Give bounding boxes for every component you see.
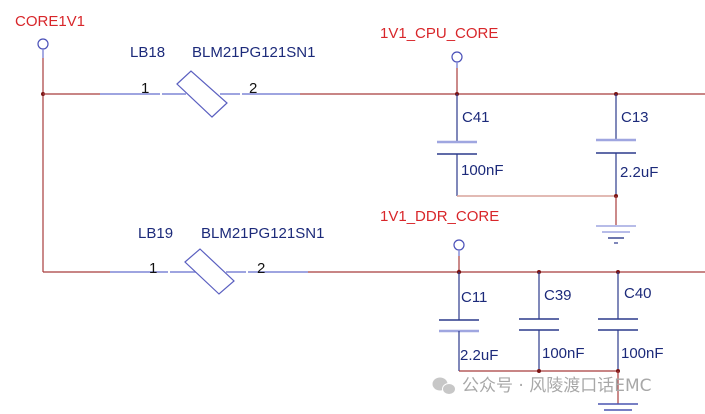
part-lb18: BLM21PG121SN1 <box>192 44 315 61</box>
lb18-pin2-label: 2 <box>249 80 257 97</box>
capacitor-c40-icon <box>598 272 638 371</box>
value-c39: 100nF <box>542 345 585 362</box>
ref-lb18: LB18 <box>130 44 165 61</box>
net-label-core1v1: CORE1V1 <box>15 13 85 30</box>
ground-1-icon <box>596 225 636 244</box>
ref-c39: C39 <box>544 287 572 304</box>
power-port-ddr-core-icon <box>453 239 465 251</box>
part-lb19: BLM21PG121SN1 <box>201 225 324 242</box>
junction-dot <box>537 369 541 373</box>
value-c13: 2.2uF <box>620 164 658 181</box>
power-port-cpu-core-icon <box>451 51 463 63</box>
ref-c41: C41 <box>462 109 490 126</box>
value-c40: 100nF <box>621 345 664 362</box>
ref-c13: C13 <box>621 109 649 126</box>
ferrite-bead-lb18-icon <box>176 70 228 118</box>
net-label-1v1-ddr-core: 1V1_DDR_CORE <box>380 208 499 225</box>
lb19-pin1-label: 1 <box>149 260 157 277</box>
lb18-pin1-label: 1 <box>141 80 149 97</box>
ferrite-bead-lb19-icon <box>184 248 235 295</box>
value-c11: 2.2uF <box>460 347 498 364</box>
value-c41: 100nF <box>461 162 504 179</box>
power-port-core1v1-icon <box>37 38 49 50</box>
ref-c11: C11 <box>461 289 487 306</box>
wechat-icon <box>432 377 456 395</box>
capacitor-c41-icon <box>437 94 477 196</box>
lb19-pin2-label: 2 <box>257 260 265 277</box>
ground-2-icon <box>598 403 638 411</box>
ref-lb19: LB19 <box>138 225 173 242</box>
watermark-text: 公众号 · 风陵渡口话EMC <box>462 376 652 396</box>
capacitor-c13-icon <box>596 94 636 196</box>
capacitor-c11-icon <box>439 272 479 371</box>
net-label-1v1-cpu-core: 1V1_CPU_CORE <box>380 25 498 42</box>
ref-c40: C40 <box>624 285 652 302</box>
capacitor-c39-icon <box>519 272 559 371</box>
